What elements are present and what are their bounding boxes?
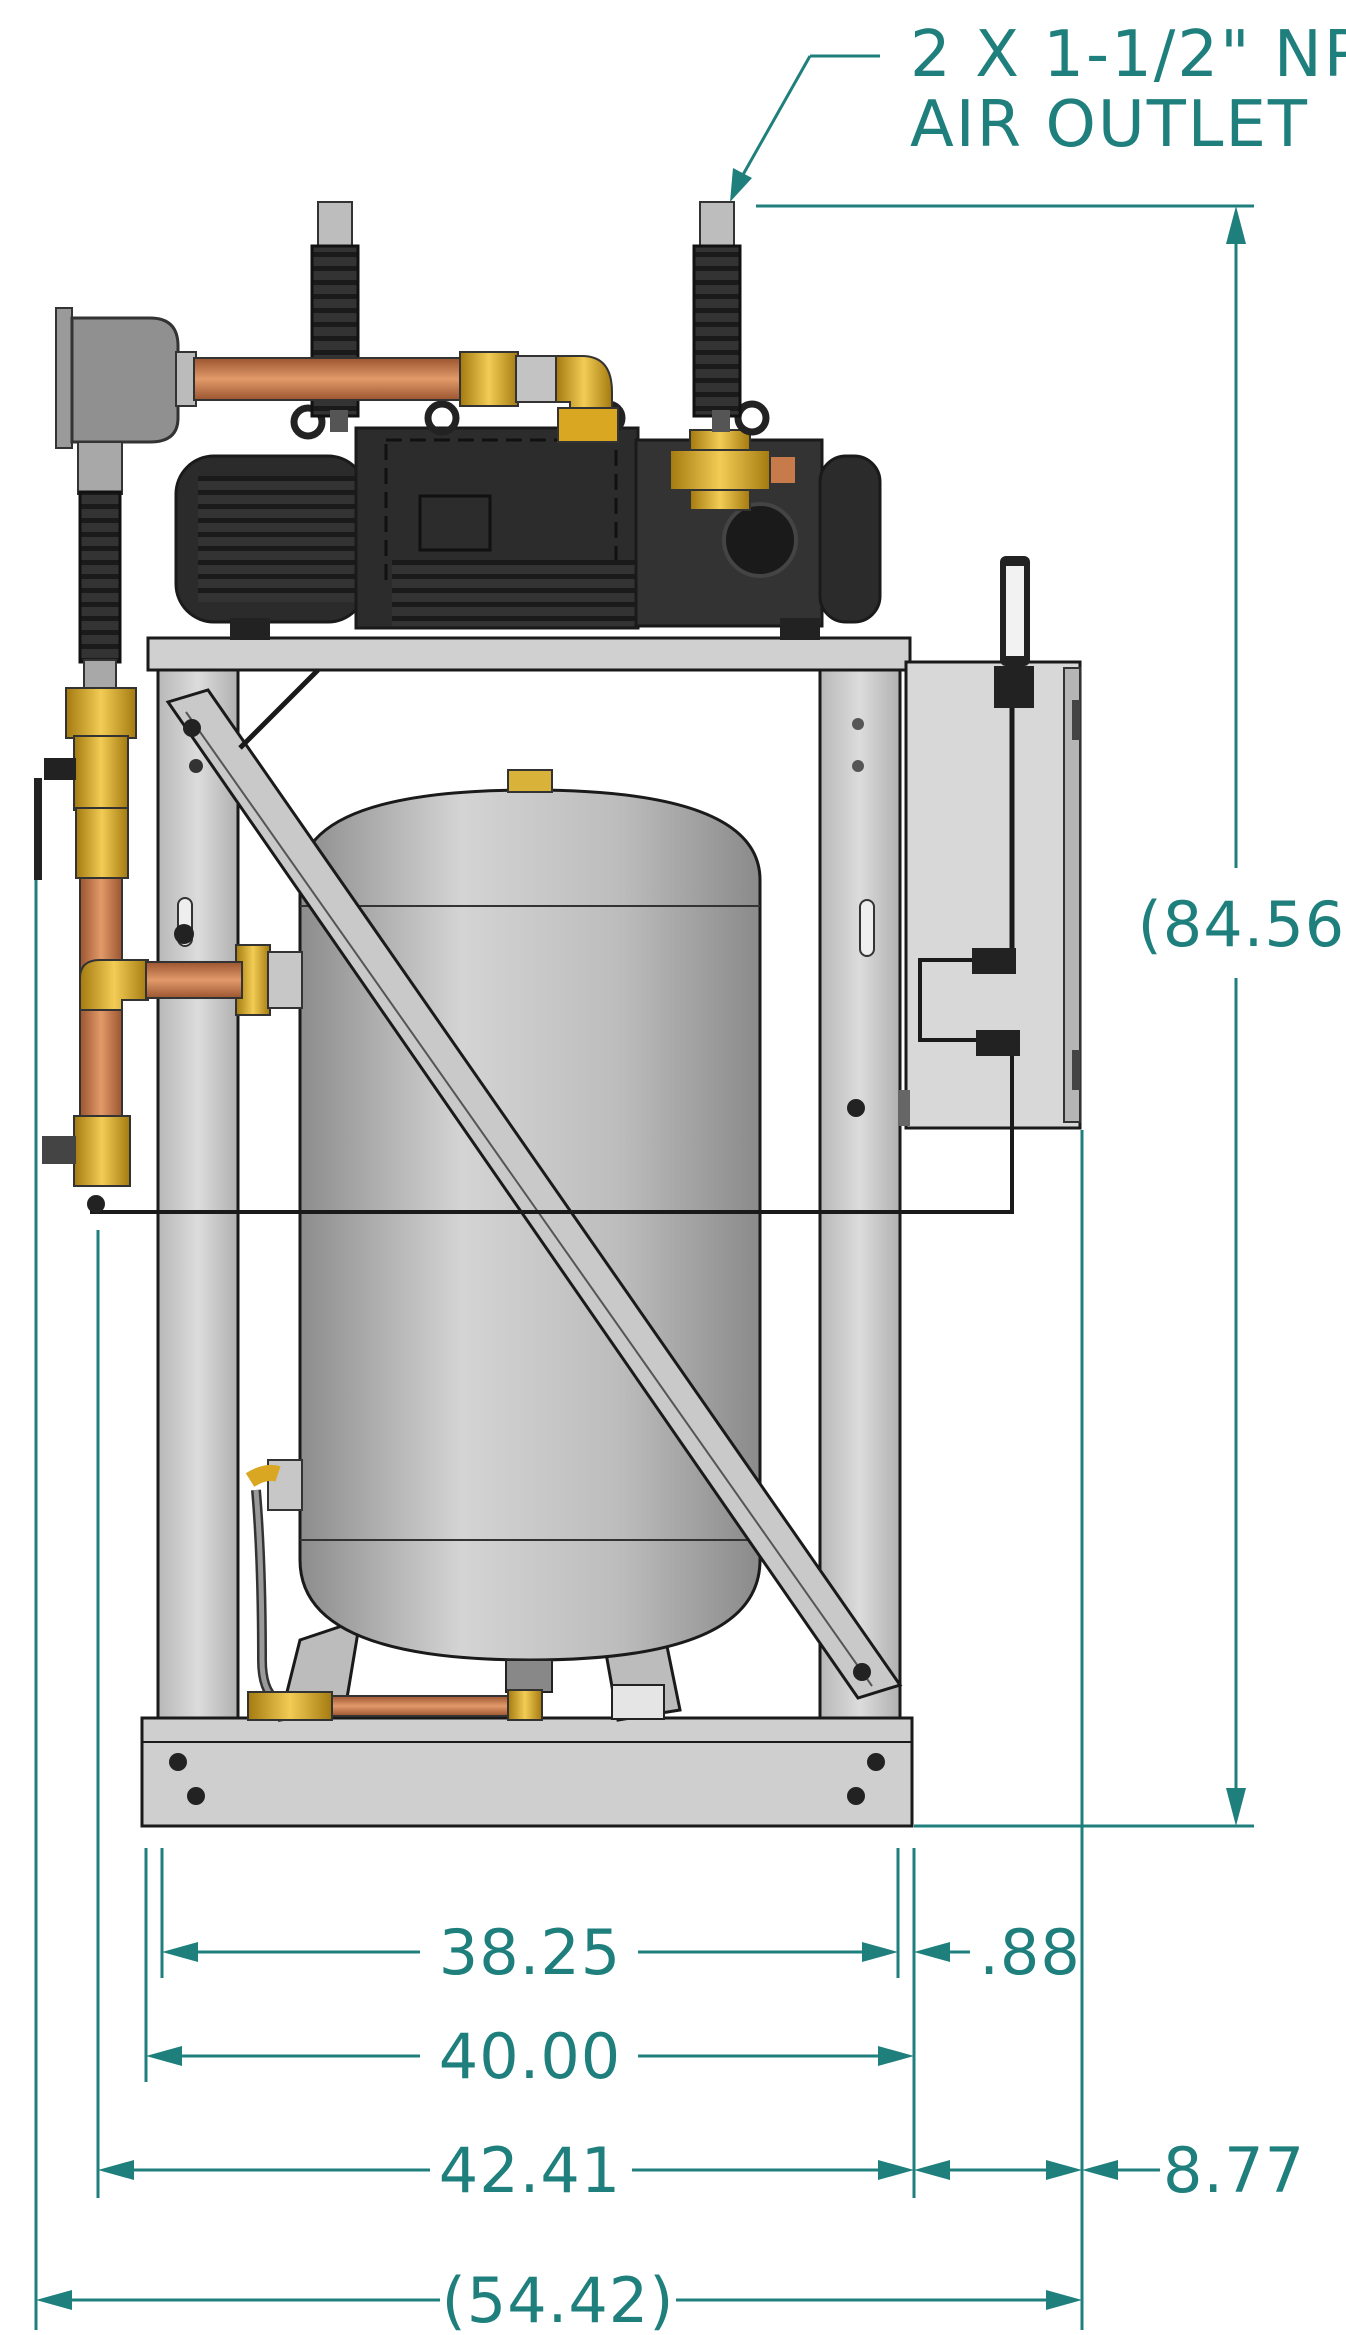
- dim-overall-width: (54.42): [442, 2264, 675, 2335]
- dim-frame-width: 40.00: [439, 2020, 622, 2093]
- frame-right-post: [818, 668, 902, 1722]
- outlet-note-line1: 2 X 1-1/2" NPT: [910, 18, 1346, 92]
- frame: [140, 636, 914, 1828]
- frame-base: [140, 1716, 914, 1828]
- air-outlet-port: [699, 201, 735, 249]
- valve-handle-icon: [44, 758, 76, 780]
- inlet-piping: [34, 307, 619, 1213]
- inlet-filter: [55, 307, 73, 449]
- dimensions: 2 X 1-1/2" NPT AIR OUTLET (84.56) 38.25 …: [34, 18, 1346, 2335]
- tank-top-port: [507, 769, 553, 793]
- control-panel: [90, 556, 1082, 1214]
- dim-frame-inner-width: 38.25: [439, 1916, 622, 1989]
- dim-right-offset: .88: [979, 1916, 1081, 1989]
- dim-panel-depth: 8.77: [1163, 2134, 1305, 2207]
- drain-line: [245, 1464, 543, 1721]
- ball-valve: [73, 735, 129, 811]
- frame-top-plate: [146, 636, 912, 672]
- vacuum-pump: [174, 400, 882, 640]
- control-panel-box: [904, 660, 1082, 1130]
- dim-overall-height: (84.56): [1138, 888, 1346, 961]
- diagonal-brace: [165, 668, 903, 1700]
- frame-left-post: [156, 668, 240, 1722]
- air-outlet-risers: [310, 201, 742, 432]
- outlet-note-line2: AIR OUTLET: [910, 88, 1309, 162]
- dim-width-with-piping: 42.41: [439, 2134, 622, 2207]
